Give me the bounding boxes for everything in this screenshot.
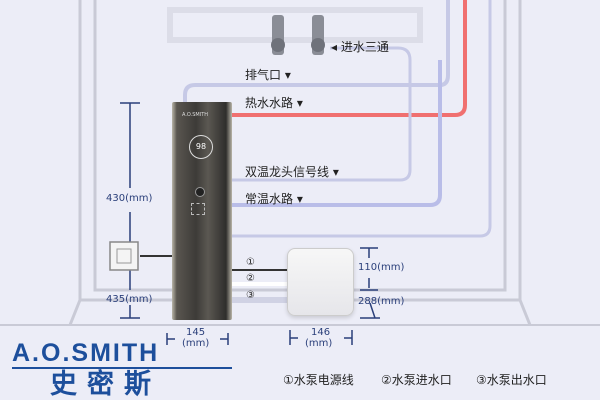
normal-water-pipe: [230, 60, 442, 207]
brand-mark: A.O.SMITH: [182, 112, 209, 118]
water-heater-unit: A.O.SMITH 98: [172, 102, 232, 320]
sensor-icon: [191, 203, 205, 215]
inlet-valves: [271, 15, 325, 55]
label-vent: 排气口 ▾: [245, 68, 291, 82]
water-pump: [287, 248, 354, 316]
label-inlet-tee: ◂ 进水三通: [331, 40, 389, 54]
temperature-display: 98: [189, 135, 213, 159]
power-button-icon[interactable]: [195, 187, 205, 197]
label-hot-water: 热水水路 ▾: [245, 96, 303, 110]
logo-divider: [12, 367, 232, 369]
sink-outline: [167, 7, 423, 43]
dim-435: 435(mm): [106, 294, 153, 305]
power-outlet: [109, 241, 139, 271]
dim-146: 146: [311, 327, 331, 338]
logo-english: A.O.SMITH: [12, 339, 160, 367]
display-temp: 98: [195, 142, 207, 151]
legend-item-1: ①水泵电源线: [283, 373, 354, 387]
brand-logo: A.O.SMITH 史密斯: [12, 340, 232, 399]
dim-288: 288(mm): [358, 296, 405, 307]
pipe-marker-3: ③: [246, 290, 255, 301]
dim-145-unit: (mm): [182, 338, 210, 349]
signal-line: [230, 46, 412, 182]
legend-item-2: ②水泵进水口: [381, 373, 452, 387]
label-normal-water: 常温水路 ▾: [245, 192, 303, 206]
dim-145: 145: [186, 327, 206, 338]
pump-return-pipe: [230, 0, 492, 238]
pipe-marker-2: ②: [246, 273, 255, 284]
pipe-marker-1: ①: [246, 257, 255, 268]
vent-pipe: [183, 0, 450, 103]
dim-110: 110(mm): [358, 262, 405, 273]
hot-water-pipe: [230, 0, 467, 117]
logo-chinese: 史密斯: [50, 369, 161, 400]
legend-item-3: ③水泵出水口: [476, 373, 547, 387]
dim-146-unit: (mm): [305, 338, 333, 349]
dim-430: 430(mm): [106, 193, 153, 204]
label-signal-line: 双温龙头信号线 ▾: [245, 165, 339, 179]
